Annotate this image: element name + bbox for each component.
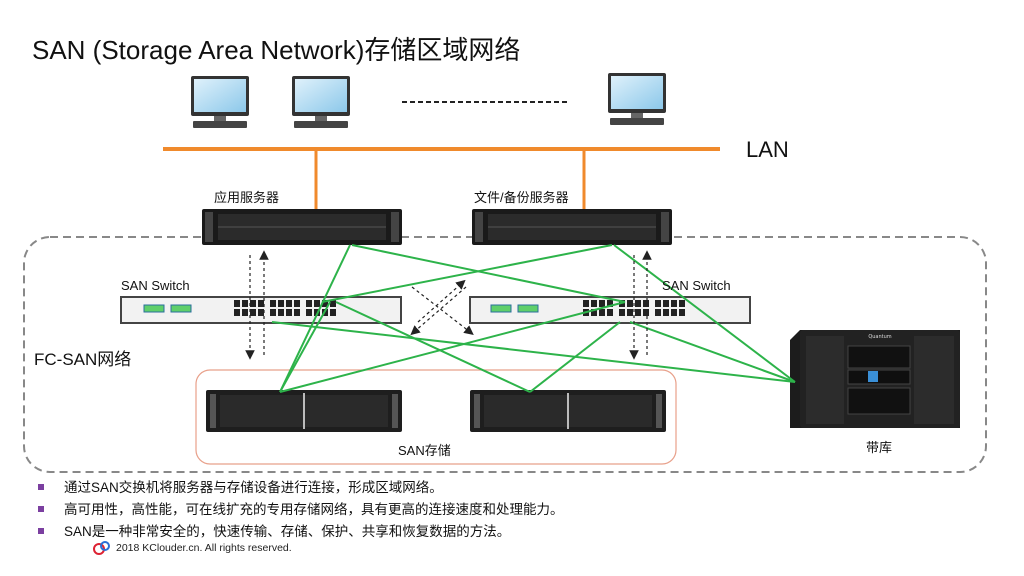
desktop-monitor-icon [292, 76, 350, 128]
switch-port [322, 300, 328, 307]
tape-library-brand: Quantum [868, 334, 891, 340]
switch-port [258, 300, 264, 307]
switch-port [643, 300, 649, 307]
copyright: 2018 KClouder.cn. All rights reserved. [92, 540, 292, 556]
switch-port [679, 309, 685, 316]
desktop-monitor-icon [191, 76, 249, 128]
switch-port [591, 300, 597, 307]
switch-port [643, 309, 649, 316]
switch-port [663, 309, 669, 316]
switch-port [330, 300, 336, 307]
switch-port [270, 309, 276, 316]
tape-library-icon: Quantum [790, 330, 960, 428]
kclouder-logo-icon [93, 541, 110, 555]
switch-port [314, 300, 320, 307]
fc-links [271, 244, 796, 393]
switch-port [278, 300, 284, 307]
switch-port [286, 300, 292, 307]
switch-port [242, 309, 248, 316]
copyright-text: 2018 KClouder.cn. All rights reserved. [116, 542, 292, 554]
switch-port [306, 309, 312, 316]
switch-port [270, 300, 276, 307]
switch-port [607, 309, 613, 316]
switch-port [663, 300, 669, 307]
switch-port [234, 300, 240, 307]
switch-port [591, 309, 597, 316]
data-flow-arrows [245, 250, 652, 360]
switch-port [655, 309, 661, 316]
switch-port [607, 300, 613, 307]
switch-left-label: SAN Switch [121, 278, 190, 293]
switch-port [583, 300, 589, 307]
bullet-list: 通过SAN交换机将服务器与存储设备进行连接，形成区域网络。 高可用性，高性能，可… [38, 477, 564, 543]
switch-port [278, 309, 284, 316]
switch-port [330, 309, 336, 316]
san-storage-label: SAN存储 [398, 443, 451, 458]
switch-port [627, 300, 633, 307]
switch-port [294, 300, 300, 307]
fc-san-label: FC-SAN网络 [34, 350, 132, 369]
bullet-item: SAN是一种非常安全的，快速传输、存储、保护、共享和恢复数据的方法。 [38, 521, 564, 543]
lan-label: LAN [746, 137, 789, 162]
storage-array-icon [470, 390, 666, 432]
switch-port [258, 309, 264, 316]
storage-array-icon [206, 390, 402, 432]
san-storage-region [195, 369, 677, 465]
switch-port [671, 309, 677, 316]
tape-library-label: 带库 [866, 440, 893, 455]
switch-port [635, 309, 641, 316]
switch-port [679, 300, 685, 307]
switch-port [627, 309, 633, 316]
desktop-monitor-icon [608, 73, 666, 125]
switch-port [599, 300, 605, 307]
switch-port [242, 300, 248, 307]
switch-port [671, 300, 677, 307]
page-title: SAN (Storage Area Network)存储区域网络 [32, 35, 521, 65]
switch-port [294, 309, 300, 316]
switch-port [306, 300, 312, 307]
bullet-item: 高可用性，高性能，可在线扩充的专用存储网络，具有更高的连接速度和处理能力。 [38, 499, 564, 521]
switch-port [250, 309, 256, 316]
switch-port [250, 300, 256, 307]
switch-port [619, 309, 625, 316]
switch-port [234, 309, 240, 316]
rack-server-icon [202, 209, 402, 245]
app-server-label: 应用服务器 [214, 190, 280, 205]
rack-server-icon [472, 209, 672, 245]
switch-port [599, 309, 605, 316]
switch-port [286, 309, 292, 316]
bullet-item: 通过SAN交换机将服务器与存储设备进行连接，形成区域网络。 [38, 477, 564, 499]
file-server-label: 文件/备份服务器 [474, 190, 569, 205]
switch-port [655, 300, 661, 307]
switch-port [635, 300, 641, 307]
switch-right-label: SAN Switch [662, 278, 731, 293]
